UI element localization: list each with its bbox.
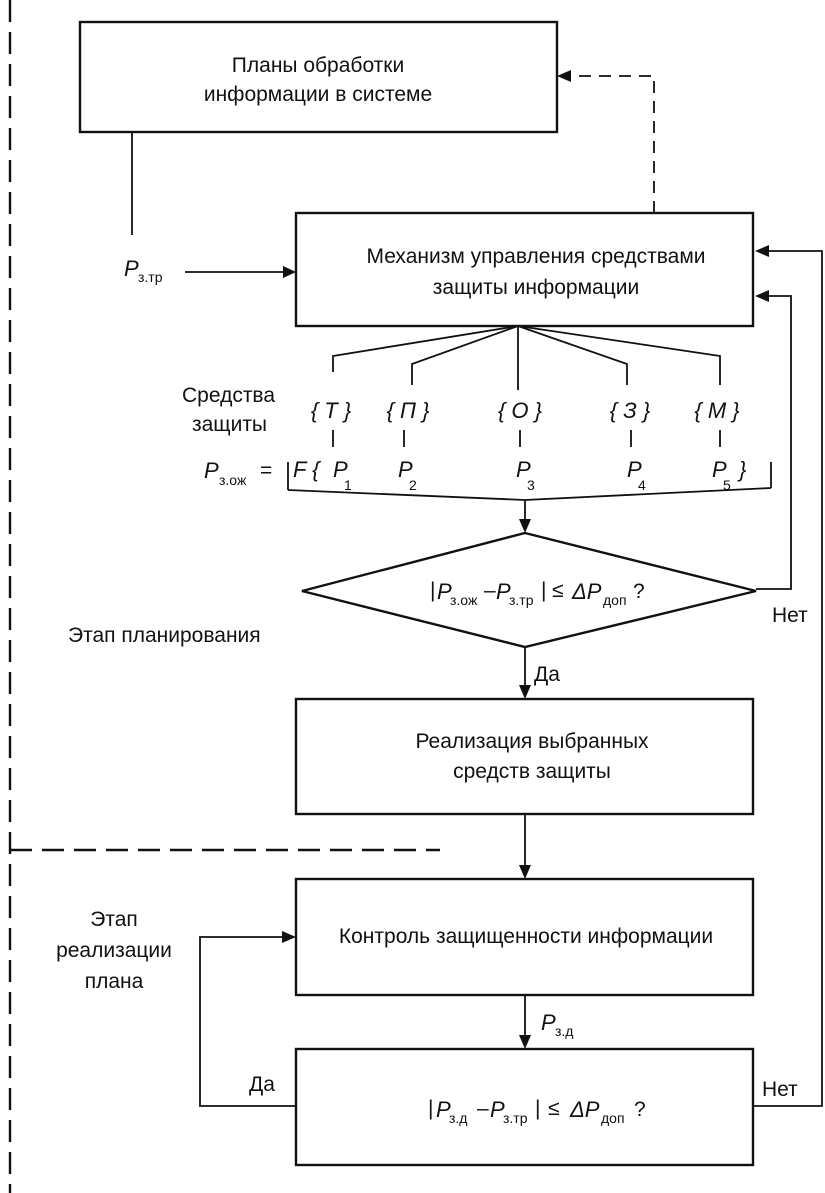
probability-p1-subscript: 1 (344, 477, 352, 493)
planning-decision-required-symbol: P (496, 579, 511, 604)
implementation-block (294, 697, 755, 816)
impl-check-required-subscript: з.тр (503, 1110, 528, 1126)
plans-block (78, 20, 559, 134)
plans-block-line1: Планы обработки (232, 54, 404, 77)
impl-stage-label-line2: реализации (56, 939, 172, 962)
impl-check-bar-right: | (535, 1097, 540, 1120)
implementation-block-line2: средств защиты (453, 760, 611, 783)
impl-stage-label-line1: Этап (90, 908, 138, 931)
planning-decision-bar-left: | (430, 579, 435, 602)
planning-no-feedback-arrowhead (755, 290, 769, 302)
impl-check-minus: – (477, 1097, 489, 1120)
impl-yes-label: Да (249, 1073, 275, 1096)
plans-feedback-arrowhead (557, 70, 571, 82)
probability-p3-symbol: P (516, 457, 531, 482)
means-fanout-lines (332, 325, 721, 390)
means-organizational: { O } (498, 398, 543, 423)
planning-decision-expected-symbol: P (437, 579, 452, 604)
required-probability-subscript: з.тр (138, 269, 163, 285)
actual-probability-symbol: P (541, 1010, 556, 1035)
impl-yes-loop-line (199, 936, 296, 1107)
probability-p5-subscript: 5 (723, 477, 731, 493)
mechanism-block (294, 211, 755, 328)
probability-p1-symbol: P (333, 457, 348, 482)
impl-no-label: Нет (762, 1078, 798, 1101)
funnel-to-decision-arrowhead (519, 519, 531, 533)
formula-function-close: } (737, 457, 747, 482)
means-to-probability-ticks (332, 430, 721, 447)
mechanism-block-line2: защиты информации (433, 276, 639, 299)
impl-check-required-symbol: P (490, 1097, 505, 1122)
impl-stage-label-line3: плана (85, 970, 144, 993)
control-block (294, 877, 755, 997)
impl-check-actual-subscript: з.д (449, 1110, 467, 1126)
planning-yes-arrowhead (519, 685, 531, 699)
actual-probability-subscript: з.д (555, 1023, 573, 1039)
planning-no-label: Нет (772, 604, 808, 627)
formula-equals: = (260, 459, 272, 482)
implementation-check-block (294, 1047, 755, 1167)
impl-check-le: ≤ (548, 1097, 560, 1120)
impl-check-allowed-symbol: ΔP (569, 1097, 600, 1122)
impl-no-feedback-arrowhead (755, 245, 769, 257)
probability-p4-symbol: P (627, 457, 642, 482)
implementation-to-control-arrowhead (519, 865, 531, 879)
impl-check-bar-left: | (428, 1097, 433, 1120)
expected-probability-subscript: з.ож (219, 472, 247, 488)
mechanism-block-line1: Механизм управления средствами (366, 245, 705, 268)
planning-decision-question: ? (633, 580, 645, 603)
expected-probability-symbol: P (204, 458, 219, 483)
planning-decision-allowed-subscript: доп (603, 592, 627, 608)
means-legal: { З } (610, 398, 651, 423)
planning-decision-diamond (301, 531, 757, 649)
planning-no-feedback-line (756, 295, 792, 590)
probability-p4-subscript: 4 (638, 477, 646, 493)
probability-p3-subscript: 3 (527, 477, 535, 493)
impl-no-feedback-line (753, 250, 823, 1107)
control-block-text: Контроль защищенности информации (339, 925, 713, 948)
required-probability-arrowhead (283, 266, 296, 278)
impl-check-allowed-subscript: доп (601, 1110, 625, 1126)
means-technical: { T } (311, 398, 352, 423)
means-label-line2: защиты (192, 413, 267, 436)
plans-feedback-dashed-line (565, 75, 655, 213)
planning-stage-label: Этап планирования (68, 624, 261, 647)
planning-decision-allowed-symbol: ΔP (571, 579, 602, 604)
planning-decision-expected-subscript: з.ож (450, 592, 478, 608)
planning-decision-bar-right: | (541, 579, 546, 602)
impl-check-question: ? (634, 1098, 646, 1121)
implementation-block-line1: Реализация выбранных (415, 730, 649, 753)
means-label-line1: Средства (182, 384, 275, 407)
planning-yes-label: Да (534, 663, 560, 686)
planning-decision-required-subscript: з.тр (509, 592, 534, 608)
impl-check-actual-symbol: P (436, 1097, 451, 1122)
probability-p2-symbol: P (398, 457, 413, 482)
impl-yes-loop-arrowhead (282, 931, 296, 943)
required-probability-symbol: P (124, 256, 139, 281)
formula-function-open: F { (293, 457, 321, 482)
planning-decision-minus: – (484, 579, 496, 602)
means-software: { П } (387, 398, 431, 423)
planning-decision-le: ≤ (552, 579, 564, 602)
plans-block-line2: информации в системе (204, 83, 432, 106)
probability-p5-symbol: P (712, 457, 727, 482)
probability-p2-subscript: 2 (409, 477, 417, 493)
control-to-check-arrowhead (519, 1035, 531, 1049)
means-moral: { M } (694, 398, 740, 423)
